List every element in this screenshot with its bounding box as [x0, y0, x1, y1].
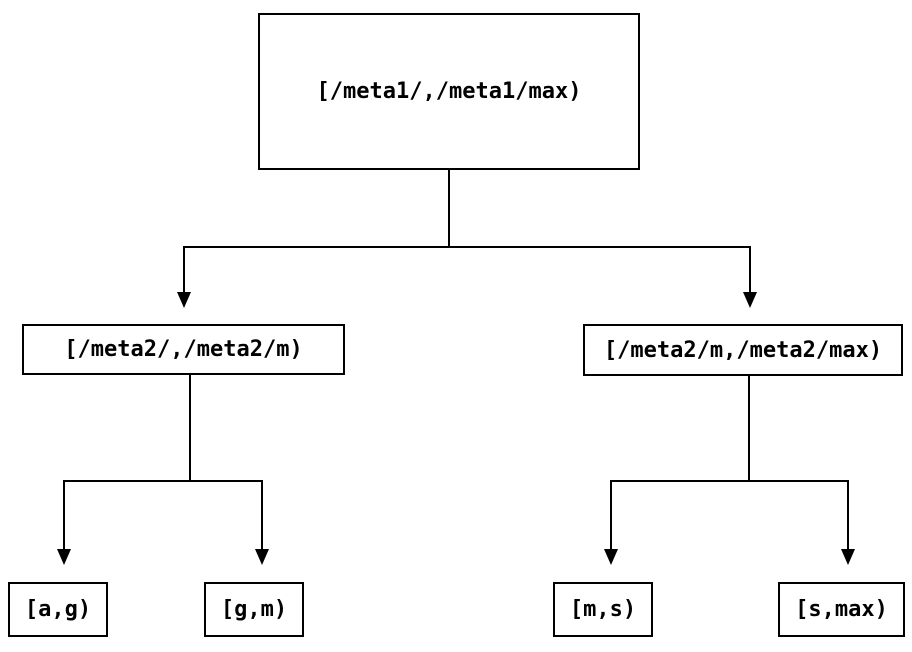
arrow-down-icon	[177, 292, 191, 308]
edge-root-right-drop	[749, 246, 751, 292]
edge-right-drop-ms	[610, 480, 612, 549]
edge-left-drop-ag	[63, 480, 65, 549]
node-meta2-left: [/meta2/,/meta2/m)	[22, 324, 345, 375]
node-leaf-ms: [m,s)	[553, 582, 653, 637]
arrow-down-icon	[743, 292, 757, 308]
edge-left-crossbar	[63, 480, 263, 482]
node-leaf-ag: [a,g)	[8, 582, 108, 637]
edge-left-drop-gm	[261, 480, 263, 549]
node-root: [/meta1/,/meta1/max)	[258, 13, 640, 170]
edge-left-stem	[189, 375, 191, 481]
edge-right-stem	[748, 376, 750, 481]
node-leaf-smax: [s,max)	[778, 582, 905, 637]
edge-root-crossbar	[183, 246, 751, 248]
edge-right-drop-smax	[847, 480, 849, 549]
arrow-down-icon	[255, 549, 269, 565]
arrow-down-icon	[57, 549, 71, 565]
edge-root-left-drop	[183, 246, 185, 292]
node-meta2-right: [/meta2/m,/meta2/max)	[583, 324, 903, 376]
arrow-down-icon	[604, 549, 618, 565]
node-leaf-gm: [g,m)	[204, 582, 304, 637]
edge-right-crossbar	[610, 480, 849, 482]
edge-root-stem	[448, 170, 450, 247]
arrow-down-icon	[841, 549, 855, 565]
